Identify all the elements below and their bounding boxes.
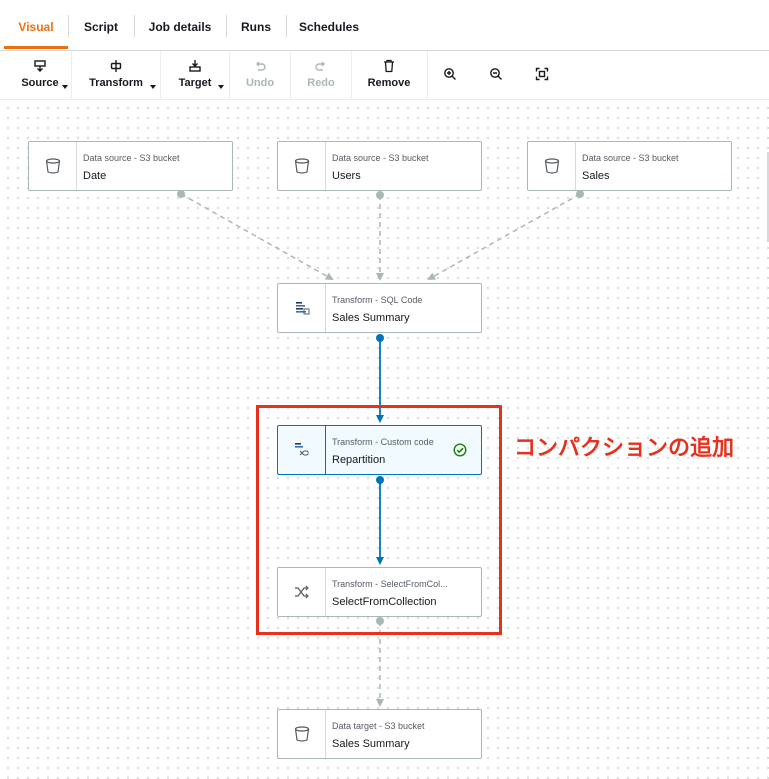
node-data-source-sales[interactable]: Data source - S3 bucket Sales [527, 141, 732, 191]
node-type-label: Transform - SelectFromCol... [332, 579, 448, 589]
tab-divider [134, 15, 135, 37]
node-name-label: Sales [582, 170, 610, 182]
target-icon [189, 60, 201, 72]
tab-runs[interactable]: Runs [241, 20, 271, 34]
s3-bucket-icon [294, 726, 309, 742]
node-type-label: Data source - S3 bucket [83, 153, 180, 163]
s3-bucket-icon [544, 158, 559, 174]
redo-icon [315, 61, 325, 71]
node-type-label: Data target - S3 bucket [332, 721, 425, 731]
node-name-label: SelectFromCollection [332, 596, 437, 608]
node-name-label: Date [83, 170, 107, 182]
node-type-label: Transform - SQL Code [332, 295, 423, 305]
toolbar-divider [290, 51, 291, 99]
node-type-label: Data source - S3 bucket [582, 153, 679, 163]
node-name-label: Users [332, 170, 361, 182]
edge-repartition-to-select [376, 476, 384, 565]
edge-sales-to-sql [427, 190, 584, 280]
toolbar-divider [71, 51, 72, 99]
target-label: Target [178, 77, 212, 89]
node-data-target-s3[interactable]: Data target - S3 bucket Sales Summary [277, 709, 482, 759]
custom-code-icon [294, 443, 309, 456]
undo-label: Undo [245, 77, 275, 89]
trash-icon [384, 59, 394, 73]
canvas-toolbar: Source Transform Target Undo Redo [0, 51, 769, 100]
node-icon-container [278, 426, 326, 474]
node-data-source-date[interactable]: Data source - S3 bucket Date [28, 141, 233, 191]
node-transform-sql-code[interactable]: Transform - SQL Code Sales Summary [277, 283, 482, 333]
zoom-in-icon[interactable] [443, 67, 457, 81]
edge-select-to-target [376, 617, 384, 707]
success-check-icon [453, 443, 467, 457]
fit-to-screen-icon[interactable] [535, 67, 549, 81]
edge-date-to-sql [177, 190, 334, 280]
s3-bucket-icon [294, 158, 309, 174]
node-icon-container [528, 142, 576, 190]
node-icon-container [278, 284, 326, 332]
redo-button[interactable]: Redo [291, 51, 351, 99]
node-icon-container [29, 142, 77, 190]
node-name-label: Sales Summary [332, 312, 410, 324]
remove-button[interactable]: Remove [352, 51, 426, 99]
caret-down-icon [150, 85, 156, 89]
node-type-label: Transform - Custom code [332, 437, 434, 447]
toolbar-divider [351, 51, 352, 99]
redo-label: Redo [307, 77, 335, 89]
source-label: Source [21, 77, 59, 89]
node-icon-container [278, 710, 326, 758]
node-name-label: Sales Summary [332, 738, 410, 750]
transform-menu-button[interactable]: Transform [78, 51, 156, 99]
caret-down-icon [218, 85, 224, 89]
node-transform-custom-code-repartition[interactable]: Transform - Custom code Repartition [277, 425, 482, 475]
toolbar-divider [427, 51, 428, 99]
target-menu-button[interactable]: Target [166, 51, 224, 99]
tab-divider [286, 15, 287, 37]
tab-schedules[interactable]: Schedules [298, 20, 360, 34]
s3-bucket-icon [45, 158, 60, 174]
annotation-label: コンパクションの追加 [514, 436, 735, 461]
remove-label: Remove [367, 77, 411, 89]
node-transform-select-from-collection[interactable]: Transform - SelectFromCol... SelectFromC… [277, 567, 482, 617]
sql-code-icon [295, 302, 309, 315]
toolbar-divider [160, 51, 161, 99]
active-tab-indicator [4, 46, 68, 49]
tab-divider [226, 15, 227, 37]
source-icon [34, 60, 46, 72]
zoom-out-icon[interactable] [489, 67, 503, 81]
highlight-box [256, 405, 502, 635]
node-data-source-users[interactable]: Data source - S3 bucket Users [277, 141, 482, 191]
node-name-label: Repartition [332, 454, 386, 466]
canvas-scrollbar[interactable] [767, 152, 769, 242]
tab-script[interactable]: Script [83, 20, 118, 34]
shuffle-icon [294, 585, 309, 599]
tab-bar: Visual Script Job details Runs Schedules [0, 0, 769, 51]
source-menu-button[interactable]: Source [10, 51, 70, 99]
caret-down-icon [62, 85, 68, 89]
transform-label: Transform [89, 77, 143, 89]
tab-visual[interactable]: Visual [18, 20, 54, 34]
undo-icon [256, 61, 266, 71]
tab-job-details[interactable]: Job details [148, 20, 212, 34]
node-icon-container [278, 568, 326, 616]
toolbar-divider [229, 51, 230, 99]
node-icon-container [278, 142, 326, 190]
undo-button[interactable]: Undo [230, 51, 290, 99]
tab-divider [68, 15, 69, 37]
edge-users-to-sql [376, 191, 384, 281]
transform-icon [110, 60, 122, 72]
node-type-label: Data source - S3 bucket [332, 153, 429, 163]
